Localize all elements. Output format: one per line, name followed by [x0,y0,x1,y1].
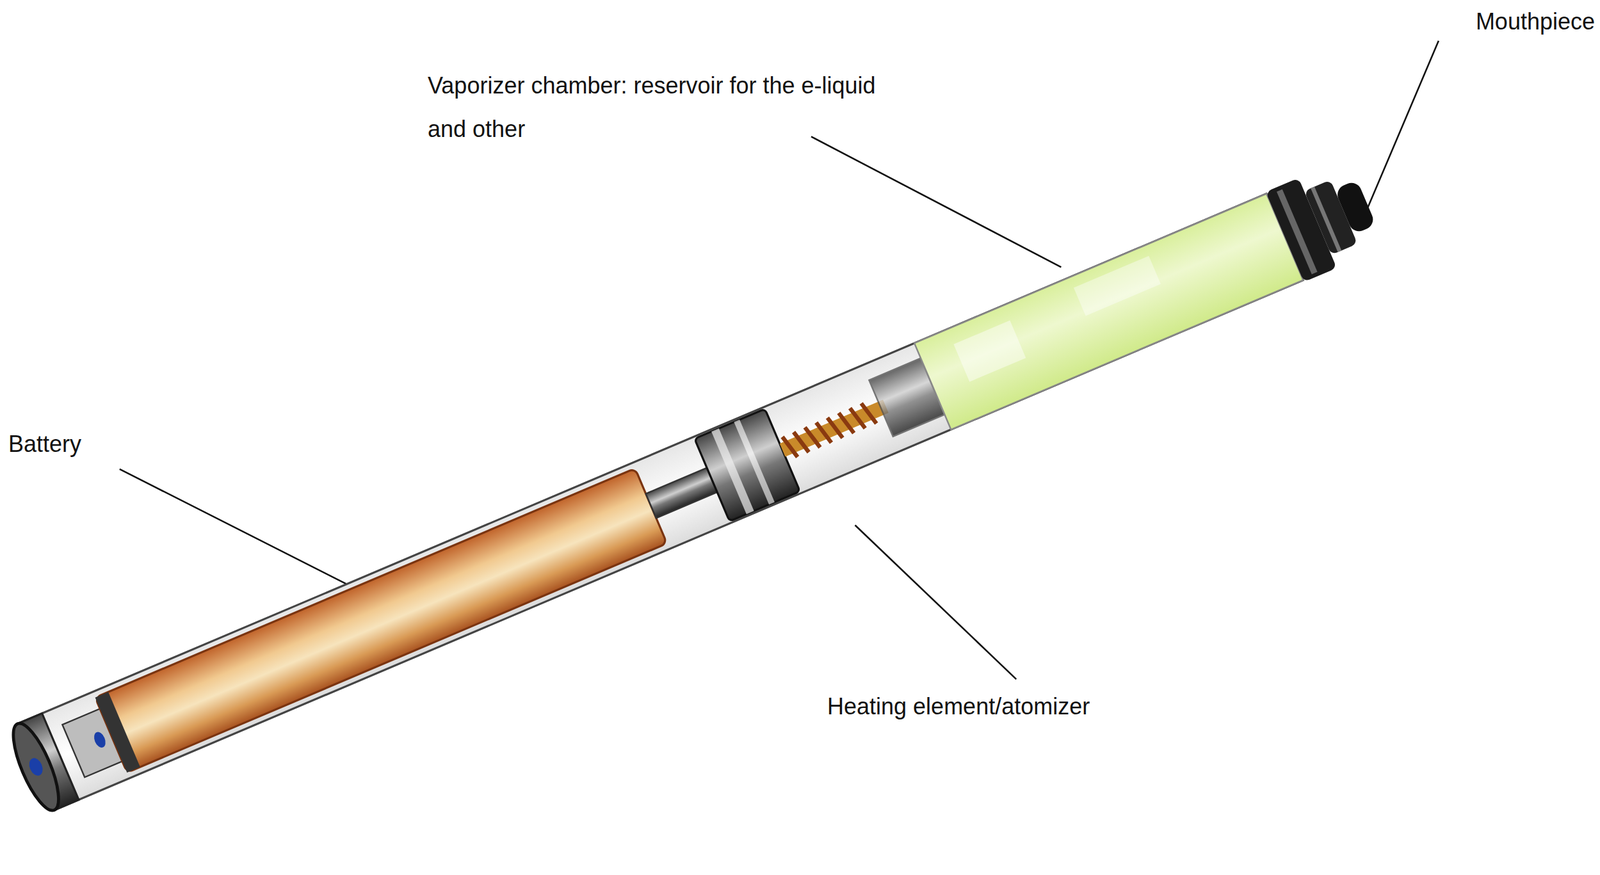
part-label: Mouthpiece [1475,0,1595,44]
part-label: Battery [8,422,82,467]
part-label: Vaporizer chamber: reservoir for the e-l… [427,64,889,152]
pen-body [3,157,1386,819]
leader-lines [119,40,1439,680]
part-label: Heating element/atomizer [827,685,1090,729]
